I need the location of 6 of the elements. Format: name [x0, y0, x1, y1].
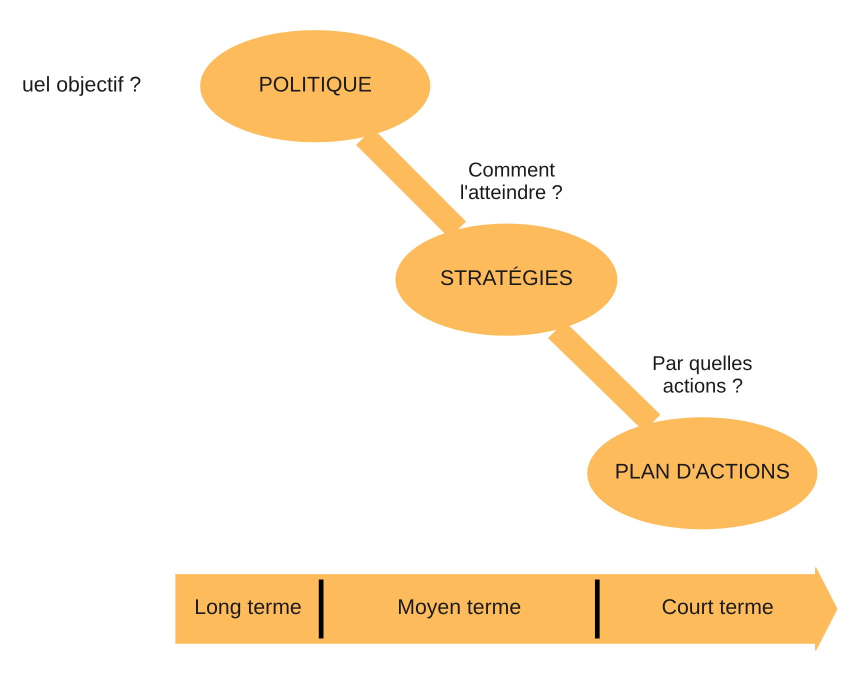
- edge-label: Par quelles actions ?: [652, 352, 752, 398]
- node-ellipse: STRATÉGIES: [396, 223, 618, 336]
- node-label: uel objectif ?: [22, 72, 142, 96]
- node-ellipse: PLAN D'ACTIONS: [587, 416, 818, 529]
- node-ellipse: POLITIQUE: [200, 30, 430, 142]
- edge-label: Comment l'atteindre ?: [460, 159, 563, 204]
